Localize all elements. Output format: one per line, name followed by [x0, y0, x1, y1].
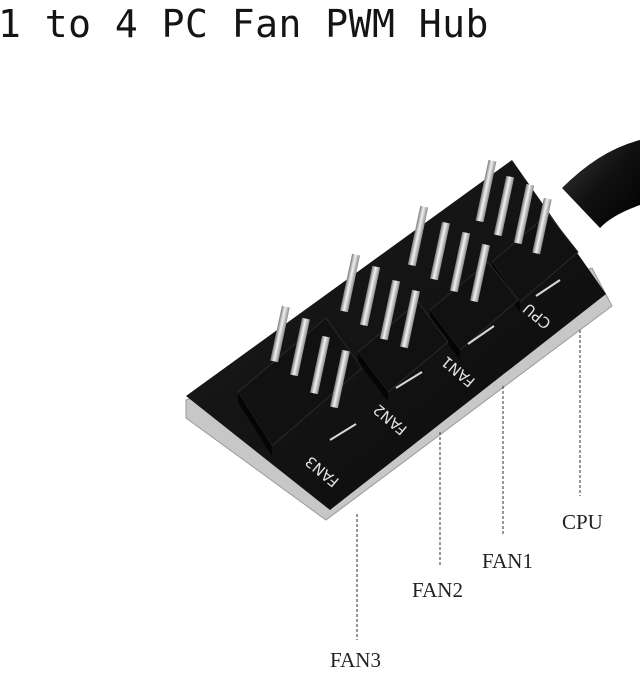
- image-title: 1 to 4 PC Fan PWM Hub: [0, 2, 489, 46]
- callout-fan1: FAN1: [482, 549, 533, 573]
- cable: [562, 140, 640, 228]
- callout-fan2: FAN2: [412, 578, 463, 602]
- silkscreen-marks: [329, 279, 561, 441]
- connector-fan3: [237, 317, 363, 456]
- callout-cpu: CPU: [562, 510, 603, 534]
- connector-fan1: [429, 261, 519, 360]
- callout-fan3: FAN3: [330, 648, 381, 672]
- pins: [270, 159, 552, 409]
